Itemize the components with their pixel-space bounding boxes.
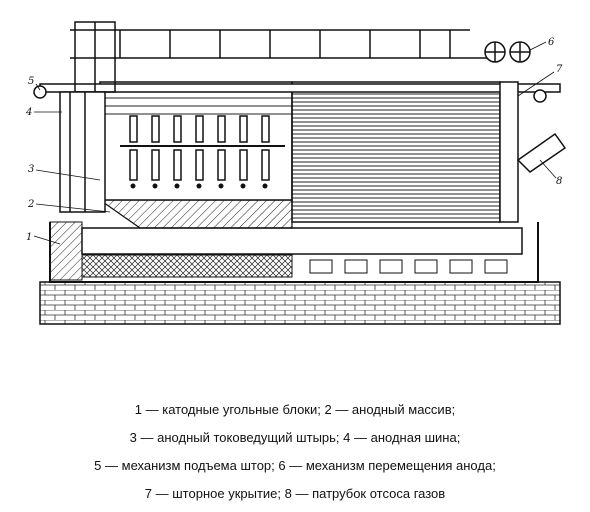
caption-line-4: 7 — шторное укрытие; 8 — патрубок отсоса… bbox=[144, 486, 446, 501]
brick-foundation bbox=[39, 281, 561, 325]
leader-lines bbox=[33, 41, 557, 245]
callout-3: 3 bbox=[28, 164, 34, 175]
pin-clamps bbox=[130, 183, 268, 189]
caption-line-3: 5 — механизм подъема штор; 6 — механизм … bbox=[94, 458, 496, 473]
callout-5: 5 bbox=[28, 76, 34, 87]
anode-pins bbox=[129, 115, 270, 181]
right-column bbox=[499, 81, 519, 223]
anode-busbar bbox=[39, 83, 561, 93]
cathode-bath bbox=[81, 227, 523, 255]
callout-6: 6 bbox=[548, 37, 555, 48]
cathode-bar-slots bbox=[309, 259, 508, 274]
curtain-lift-mechanism bbox=[33, 85, 106, 213]
electrolyzer-drawing: 1 2 3 4 5 6 7 8 bbox=[25, 21, 567, 325]
caption-line-2: 3 — анодный токоведущий штырь; 4 — анодн… bbox=[129, 430, 461, 445]
callout-2: 2 bbox=[27, 199, 34, 210]
curtain-cover bbox=[291, 81, 501, 223]
callout-4: 4 bbox=[25, 107, 32, 118]
callout-1: 1 bbox=[26, 232, 32, 243]
right-pulley bbox=[533, 89, 547, 103]
anode-drive-mechanism bbox=[484, 41, 531, 63]
side-lining bbox=[49, 221, 83, 281]
callout-8: 8 bbox=[556, 176, 562, 187]
caption-line-1: 1 — катодные угольные блоки; 2 — анодный… bbox=[134, 402, 456, 417]
anode-massif bbox=[98, 199, 293, 229]
gas-exhaust-pipe bbox=[516, 132, 567, 173]
callout-7: 7 bbox=[556, 64, 563, 75]
cathode-blocks bbox=[81, 254, 293, 278]
